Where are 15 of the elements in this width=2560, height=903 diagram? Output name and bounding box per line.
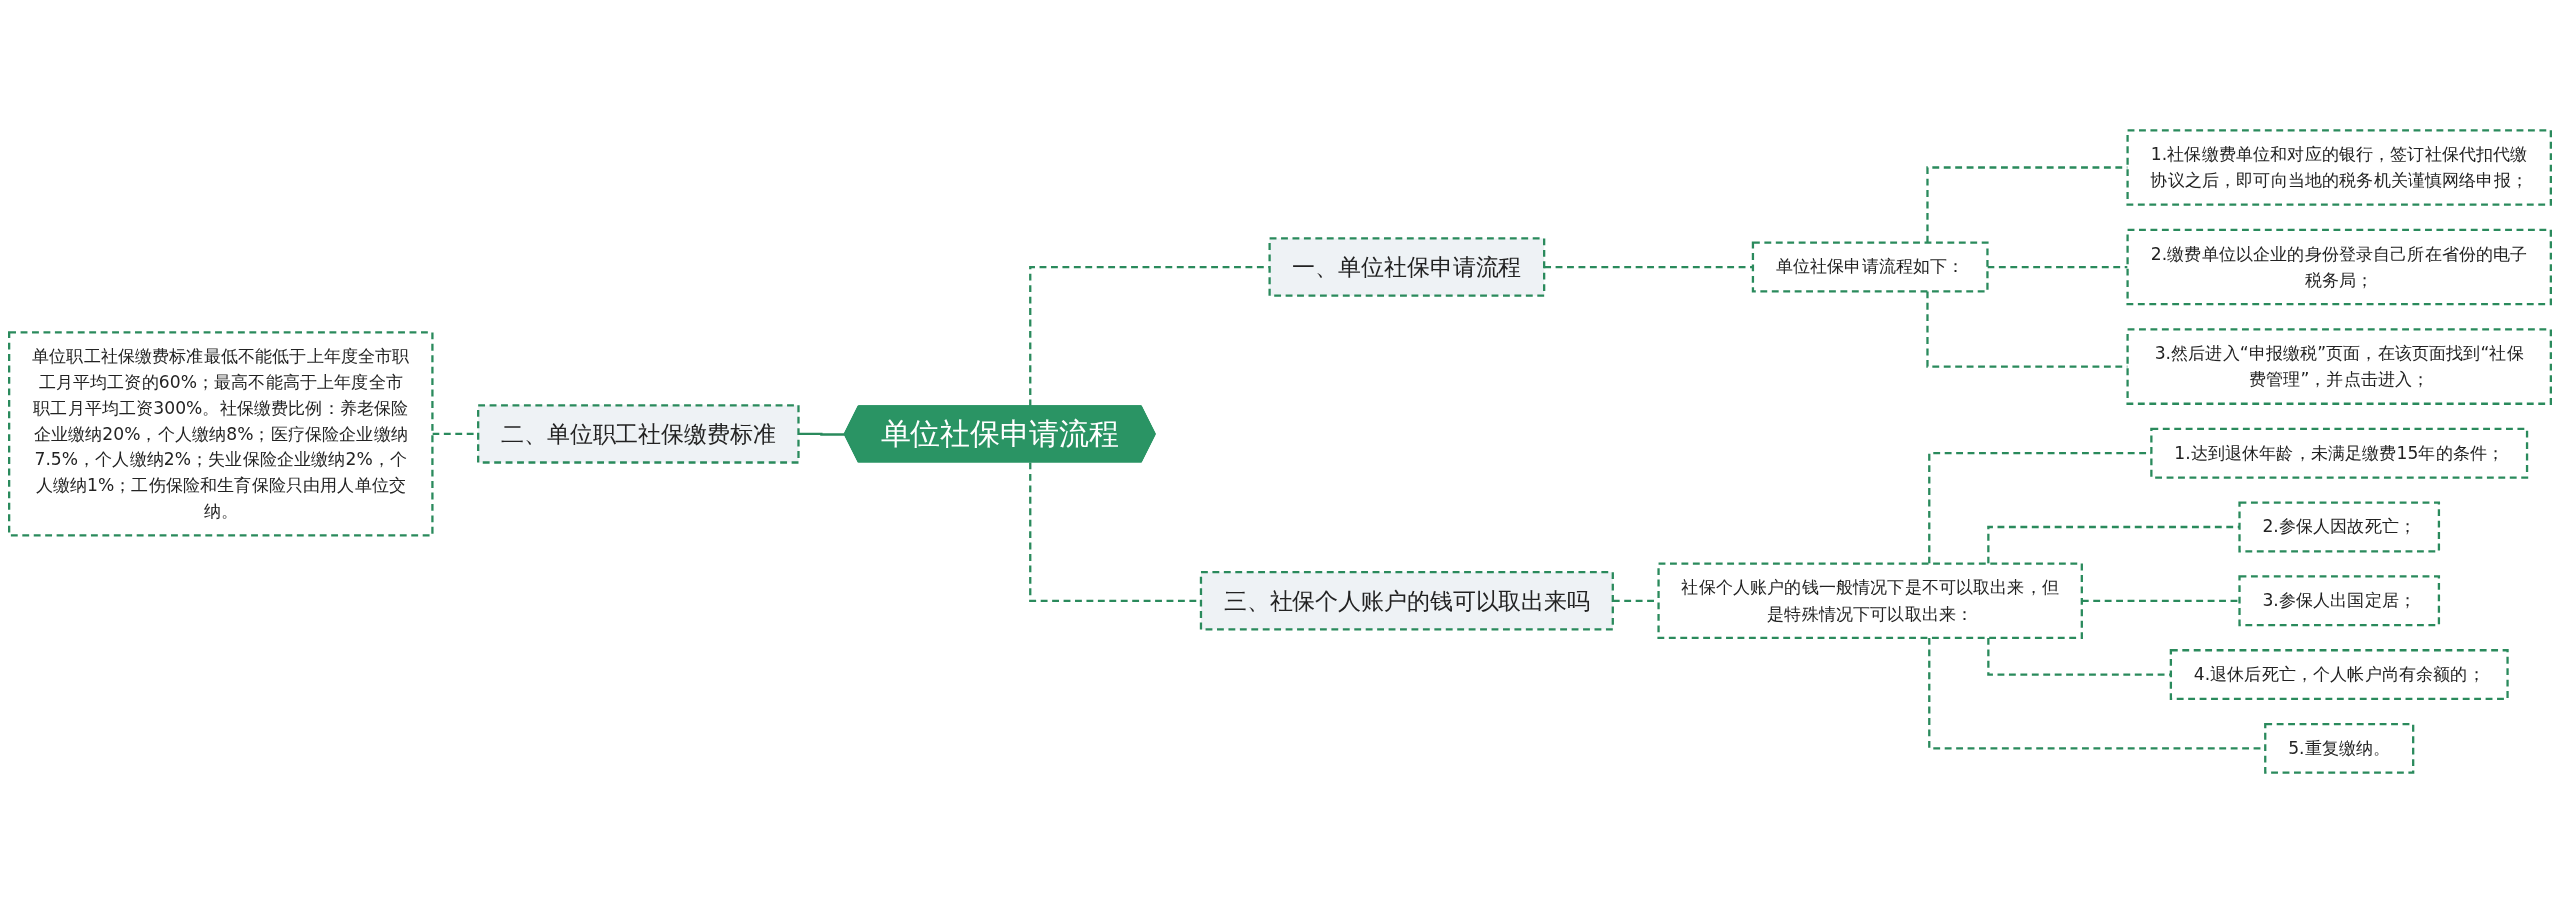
node-box: 一、单位社保申请流程 — [1268, 237, 1546, 297]
node-box: 单位社保申请流程如下： — [1751, 241, 1989, 293]
node-box: 单位职工社保缴费标准最低不能低于上年度全市职工月平均工资的60%；最高不能高于上年度全市职工月平均工资300%。社保缴费比例：养老保险企业缴纳20%，个人缴纳8%；医疗保险企业缴纳7.5%，个人缴纳2%；失业保险企业缴纳2%，个人缴纳1%；工伤保险和生育保险只由用人单位交纳。 — [8, 331, 434, 537]
node-box: 3.然后进入“申报缴税”页面，在该页面找到“社保费管理”，并点击进入； — [2126, 328, 2552, 405]
connector — [1543, 265, 1753, 269]
node-box: 1.社保缴费单位和对应的银行，签订社保代扣代缴协议之后，即可向当地的税务机关谨慎网络申报； — [2126, 129, 2552, 206]
node-box: 1.达到退休年龄，未满足缴费15年的条件； — [2150, 427, 2529, 479]
node-box: 4.退休后死亡，个人帐户尚有余额的； — [2169, 649, 2509, 701]
node-box: 2.参保人因故死亡； — [2238, 501, 2441, 553]
node-box: 3.参保人出国定居； — [2238, 575, 2441, 627]
node-box: 二、单位职工社保缴费标准 — [477, 404, 800, 464]
node-box: 社保个人账户的钱一般情况下是不可以取出来，但是特殊情况下可以取出来： — [1657, 562, 2083, 640]
node-box: 2.缴费单位以企业的身份登录自己所在省份的电子税务局； — [2126, 228, 2552, 306]
node-box: 三、社保个人账户的钱可以取出来吗 — [1199, 571, 1614, 631]
node-box: 5.重复缴纳。 — [2264, 722, 2415, 774]
